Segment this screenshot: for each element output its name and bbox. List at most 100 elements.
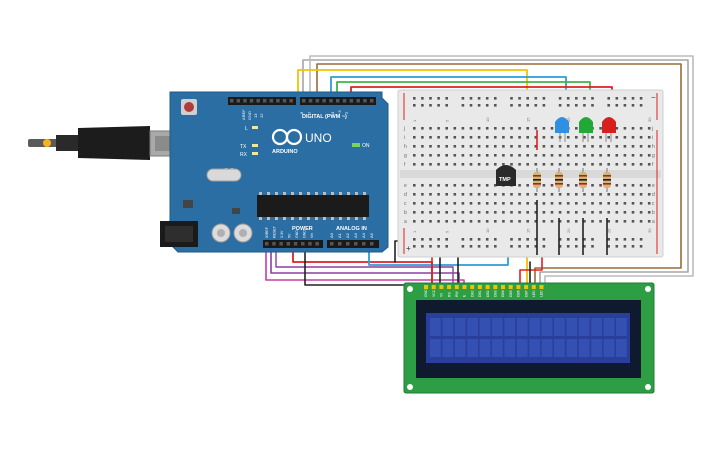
tx-label: TX [240, 144, 247, 150]
digital-header-1 [228, 97, 296, 105]
lcd-char-cell [541, 339, 553, 357]
lcd-char-cell [603, 339, 615, 357]
lcd-char-cell [504, 339, 516, 357]
lcd-char-cell [529, 339, 540, 357]
rx-label: RX [240, 152, 248, 158]
lcd-char-cell [454, 318, 466, 336]
lcd-pin [501, 285, 505, 289]
led-blue[interactable] [555, 117, 569, 142]
arduino-uno-board[interactable]: DIGITAL (PWM ~) AREF GND 13 12 8 7 4 ~3 … [160, 91, 389, 253]
pin13-label: 13 [253, 113, 258, 118]
power-pin-label: 5V [288, 233, 292, 238]
lcd-char-cell [541, 318, 553, 336]
row-letter: b [404, 210, 407, 216]
column-number: 30 [647, 117, 652, 122]
lcd-char-cell [591, 318, 602, 336]
row-letter: i [404, 135, 405, 141]
power-pin-label: GND [295, 230, 299, 238]
lcd-pin-label: DB5 [509, 290, 513, 297]
lcd-char-cell [442, 339, 454, 357]
lcd-char-cell [566, 318, 578, 336]
pin8-label: 8 [299, 111, 304, 114]
bb-jumpers [536, 130, 608, 255]
resistor-3[interactable] [579, 168, 587, 192]
lcd-char-cell [566, 339, 578, 357]
row-letter: j [403, 126, 405, 132]
column-number: 10 [485, 117, 490, 122]
lcd-char-cell [578, 339, 590, 357]
column-number: 5 [444, 119, 449, 122]
lcd-pin [439, 285, 444, 289]
lcd-pin-label: DB6 [517, 290, 521, 297]
tmp-sensor[interactable]: TMP [496, 165, 516, 186]
resistor-1[interactable] [533, 168, 541, 192]
lcd-char-cell [516, 339, 528, 357]
column-number: 15 [525, 117, 530, 122]
power-pin-label: GND [303, 230, 307, 238]
lcd-pin-label: DB1 [478, 290, 482, 297]
wire-lcd-red [519, 254, 543, 287]
lcd-pin-label: DB3 [494, 290, 498, 297]
row-letter: c [652, 201, 655, 207]
lcd-pin [462, 285, 467, 289]
lcd-char-cell [430, 318, 441, 336]
row-letter: d [404, 192, 407, 198]
column-number: 25 [606, 228, 611, 233]
row-letter: g [404, 153, 407, 159]
row-letter: j [651, 126, 653, 132]
column-number: 15 [525, 228, 530, 233]
lcd-pin [447, 285, 452, 289]
analog-header [327, 240, 379, 248]
power-pin-label: RESET [273, 225, 277, 238]
lcd-char-cell [492, 318, 503, 336]
column-number: 30 [647, 228, 652, 233]
column-number: 1 [412, 119, 417, 122]
pin4-label: 4 [330, 111, 335, 114]
lcd-char-cell [516, 318, 528, 336]
lcd-char-cell [479, 339, 491, 357]
row-letter: i [652, 135, 653, 141]
analog-pin-label: A5 [369, 232, 374, 238]
pin3-label: ~3 [337, 110, 342, 115]
pin12-label: 12 [259, 113, 264, 118]
power-pin-label: 3.3V [280, 230, 284, 238]
lcd-char-cell [492, 339, 503, 357]
led-green[interactable] [579, 117, 593, 142]
lcd-pin [470, 285, 475, 289]
arduino-logo: ARDUINO UNO [271, 128, 332, 155]
lcd-char-cell [554, 339, 565, 357]
power-pin-label: IOREF [265, 226, 269, 238]
lcd-pin [516, 285, 521, 289]
lcd-char-cell [591, 339, 602, 357]
resistor-4[interactable] [603, 168, 611, 192]
led-red[interactable] [602, 117, 616, 142]
lcd-char-cell [454, 339, 466, 357]
lcd-char-cell [467, 339, 478, 357]
lcd-pin [508, 285, 513, 289]
analog-pin-label: A3 [353, 232, 358, 238]
lcd-pin-label: GND [424, 289, 428, 297]
analog-pin-label: A0 [329, 232, 334, 238]
lcd-pin [431, 285, 436, 289]
resistor-2[interactable] [555, 168, 563, 192]
power-label: POWER [292, 226, 313, 232]
lcd-pin [424, 285, 428, 289]
lcd-pin-label: LED [532, 290, 536, 297]
wire-gray-1 [302, 59, 689, 286]
lcd-pin [485, 285, 490, 289]
lcd-pin [493, 285, 498, 289]
lcd-pin-label: DB4 [501, 290, 505, 297]
lcd-pin [524, 285, 529, 289]
wire-gray-2 [309, 55, 694, 286]
lcd-pin-label: V0 [440, 293, 444, 297]
brand-label: ARDUINO [272, 149, 298, 155]
lcd-pin-label: LED [540, 290, 544, 297]
aref-label: AREF [241, 109, 246, 120]
lcd-char-cell [467, 318, 478, 336]
row-letter: h [404, 144, 407, 150]
row-letter: b [652, 210, 655, 216]
power-pin-label: Vin [310, 233, 314, 238]
